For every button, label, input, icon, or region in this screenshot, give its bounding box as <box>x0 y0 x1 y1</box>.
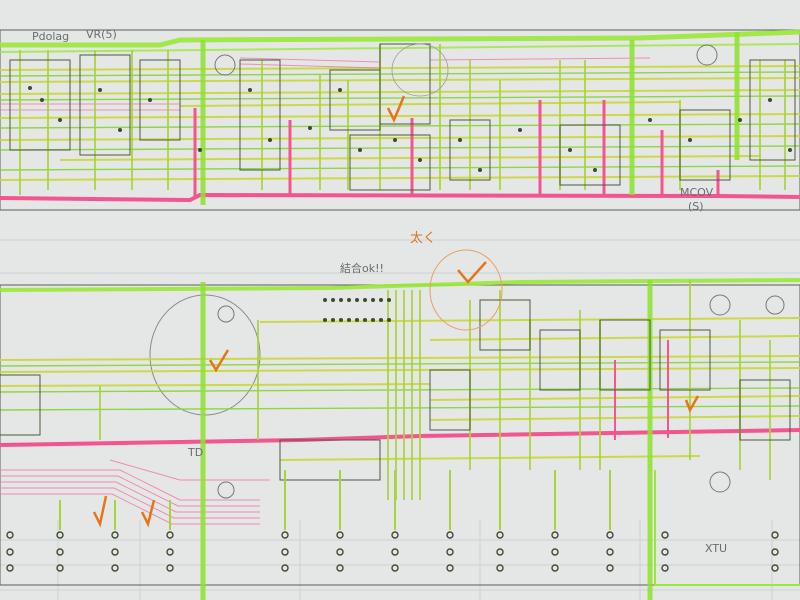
top-green-rail <box>0 29 800 48</box>
bottom-pin-header <box>323 298 391 322</box>
top-board-outline <box>0 29 800 211</box>
annotation-middle-pencil: 結合ok!! <box>340 261 384 275</box>
annotation-top-left-2: VR(5) <box>86 28 117 41</box>
bottom-components <box>0 299 791 481</box>
annotation-bottom-left-ref: TD <box>187 446 203 459</box>
orange-circle-annotation <box>429 249 503 331</box>
annotation-bottom-right: XTU <box>705 542 727 555</box>
bottom-pink-rail <box>0 428 800 447</box>
bottom-pad-rows <box>6 531 779 572</box>
bottom-pink-fan <box>0 459 270 525</box>
top-components <box>9 43 796 191</box>
bottom-orange-checks <box>92 261 700 528</box>
top-mounting-holes <box>214 44 718 76</box>
annotation-top-right: MCOV <box>680 186 714 199</box>
top-vertical-traces <box>200 32 740 205</box>
top-pink-rail <box>0 192 800 203</box>
bottom-green-rail <box>0 278 800 292</box>
annotation-middle-orange: 太く <box>410 231 436 246</box>
top-pads <box>28 86 792 172</box>
top-board: Pdolag VR(5) MCOV (S) <box>0 28 800 213</box>
annotation-top-left-1: Pdolag <box>32 30 69 43</box>
bottom-board: TD XTU <box>0 249 800 600</box>
annotation-top-right-sub: (S) <box>688 200 704 213</box>
top-orange-check <box>386 95 406 124</box>
